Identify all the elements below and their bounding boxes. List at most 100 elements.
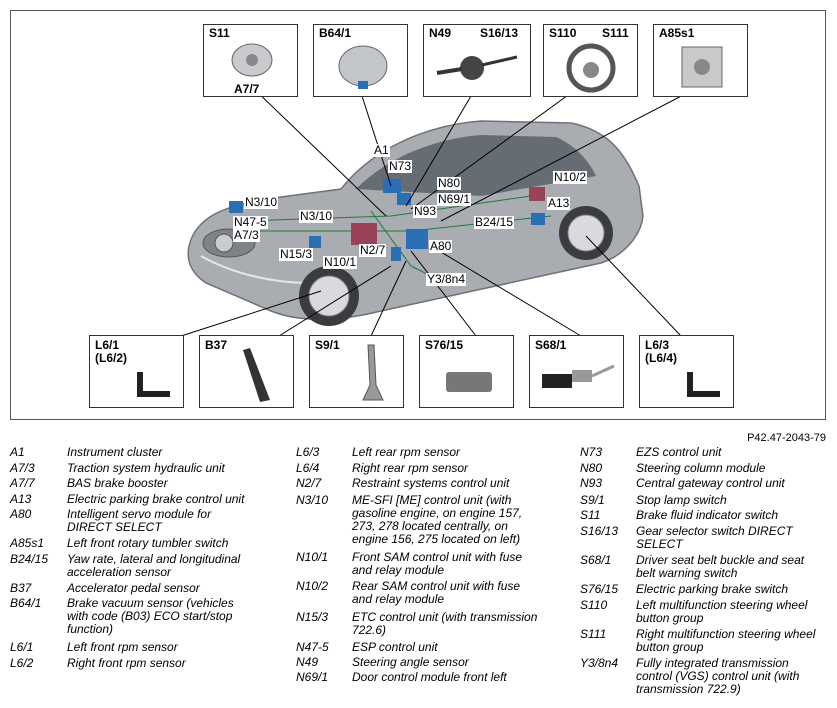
legend-desc: Electric parking brake control unit bbox=[67, 492, 245, 506]
component-box-a85s1: A85s1 bbox=[653, 24, 748, 97]
legend-code: S111 bbox=[580, 627, 607, 641]
box-label: S76/15 bbox=[425, 338, 464, 352]
legend-desc: Front SAM control unit with fuse and rel… bbox=[352, 550, 523, 577]
callout-label: N15/3 bbox=[279, 247, 314, 261]
legend-desc: Instrument cluster bbox=[67, 445, 163, 459]
callout-label: N10/1 bbox=[323, 255, 358, 269]
legend-desc: Brake vacuum sensor (vehicles with code … bbox=[67, 596, 234, 636]
legend-code: A13 bbox=[10, 492, 32, 506]
component-box-l6-1: L6/1 (L6/2) bbox=[89, 335, 184, 408]
legend-code: S16/13 bbox=[580, 524, 619, 538]
figure-drawing bbox=[180, 85, 692, 342]
legend-desc: Right front rpm sensor bbox=[67, 656, 186, 670]
legend-code: A85s1 bbox=[10, 536, 45, 550]
steering-wheel-icon bbox=[566, 43, 616, 93]
callout-label: N93 bbox=[413, 204, 438, 218]
legend-code: Y3/8n4 bbox=[580, 656, 619, 670]
legend-desc: Accelerator pedal sensor bbox=[67, 581, 200, 595]
rotary-switch-icon bbox=[681, 46, 723, 88]
component-box-s11-a7-7: S11 A7/7 bbox=[203, 24, 298, 97]
box-label: S68/1 bbox=[535, 338, 567, 352]
legend-desc: Intelligent servo module for DIRECT SELE… bbox=[67, 507, 212, 534]
box-label: L6/1 bbox=[95, 338, 120, 352]
box-label: B37 bbox=[205, 338, 228, 352]
legend-desc: Yaw rate, lateral and longitudinal accel… bbox=[67, 552, 241, 579]
legend-desc: Left front rpm sensor bbox=[67, 640, 178, 654]
box-label: B64/1 bbox=[319, 26, 352, 40]
box-label: (L6/2) bbox=[95, 351, 128, 365]
steering-switch-icon bbox=[436, 55, 518, 80]
legend-desc: Driver seat belt buckle and seat belt wa… bbox=[636, 553, 805, 580]
figure-reference: P42.47-2043-79 bbox=[747, 432, 826, 444]
legend-desc: Electric parking brake switch bbox=[636, 582, 789, 596]
legend-code: N69/1 bbox=[296, 670, 329, 684]
legend-code: N47-5 bbox=[296, 640, 329, 654]
brake-booster-icon bbox=[231, 43, 273, 77]
legend-desc: ESP control unit bbox=[352, 640, 438, 654]
box-label: S16/13 bbox=[480, 26, 519, 40]
callout-label: N69/1 bbox=[437, 192, 472, 206]
legend-code: N2/7 bbox=[296, 476, 322, 490]
legend-code: N10/1 bbox=[296, 550, 329, 564]
legend-desc: Right multifunction steering wheel butto… bbox=[636, 627, 816, 654]
legend-desc: Steering column module bbox=[636, 461, 766, 475]
seat-belt-buckle-icon bbox=[542, 364, 615, 388]
box-label: S9/1 bbox=[315, 338, 340, 352]
legend-code: A7/3 bbox=[10, 461, 35, 475]
legend-code: A7/7 bbox=[10, 476, 35, 490]
legend-code: L6/2 bbox=[10, 656, 34, 670]
legend-code: A80 bbox=[10, 507, 32, 521]
component-box-b64-1: B64/1 bbox=[313, 24, 408, 97]
component-location-figure: S11 A7/7 B64/1 N49 S16/13 S110 S111 A85s… bbox=[10, 10, 826, 420]
legend-code: S68/1 bbox=[580, 553, 612, 567]
component-box-b37: B37 bbox=[199, 335, 294, 408]
callout-label: N10/2 bbox=[553, 170, 588, 184]
legend-desc: Rear SAM control unit with fuse and rela… bbox=[352, 579, 521, 606]
callout-label: B24/15 bbox=[474, 215, 515, 229]
legend-code: L6/1 bbox=[10, 640, 34, 654]
legend-code: A1 bbox=[10, 445, 25, 459]
legend-code: S11 bbox=[580, 508, 601, 522]
legend-code: B64/1 bbox=[10, 596, 42, 610]
box-label: A7/7 bbox=[234, 82, 260, 96]
legend-code: L6/4 bbox=[296, 461, 320, 475]
component-box-s68-1: S68/1 bbox=[529, 335, 624, 408]
legend-desc: Brake fluid indicator switch bbox=[636, 508, 779, 522]
car-illustration bbox=[187, 120, 644, 326]
legend-desc: BAS brake booster bbox=[67, 476, 168, 490]
legend-code: N73 bbox=[580, 445, 603, 459]
legend-desc: Restraint systems control unit bbox=[352, 476, 510, 490]
callout-label: N2/7 bbox=[359, 243, 387, 257]
callout-label: A80 bbox=[429, 239, 453, 253]
vacuum-sensor-icon bbox=[338, 45, 388, 89]
legend-desc: Left front rotary tumbler switch bbox=[67, 536, 229, 550]
callout-label: N3/10 bbox=[299, 209, 334, 223]
brake-pedal-icon bbox=[362, 344, 384, 401]
legend-code: N49 bbox=[296, 655, 319, 669]
accelerator-pedal-icon bbox=[243, 348, 270, 402]
component-box-s110-s111: S110 S111 bbox=[543, 24, 638, 97]
callout-label: A7/3 bbox=[233, 228, 260, 242]
legend-code: N93 bbox=[580, 476, 603, 490]
legend-code: N3/10 bbox=[296, 493, 329, 507]
box-label: S11 bbox=[209, 26, 230, 40]
box-label: S111 bbox=[602, 26, 629, 40]
legend-code: N80 bbox=[580, 461, 603, 475]
legend-desc: Gear selector switch DIRECT SELECT bbox=[636, 524, 793, 551]
legend-code: B37 bbox=[10, 581, 32, 595]
callout-label: N73 bbox=[388, 159, 413, 173]
callout-label: A1 bbox=[373, 143, 390, 157]
legend-desc: Left multifunction steering wheel button… bbox=[636, 598, 808, 625]
rpm-sensor-icon bbox=[687, 372, 720, 397]
legend-code: S9/1 bbox=[580, 493, 605, 507]
legend-desc: Left rear rpm sensor bbox=[352, 445, 461, 459]
parking-brake-switch-icon bbox=[446, 372, 492, 392]
legend-desc: Steering angle sensor bbox=[352, 655, 469, 669]
legend-desc: ETC control unit (with transmission 722.… bbox=[352, 610, 538, 637]
box-label: S110 bbox=[549, 26, 577, 40]
component-box-s76-15: S76/15 bbox=[419, 335, 514, 408]
box-label: L6/3 bbox=[645, 338, 670, 352]
legend-code: B24/15 bbox=[10, 552, 49, 566]
legend-code: S110 bbox=[580, 598, 608, 612]
legend-desc: Central gateway control unit bbox=[636, 476, 785, 490]
